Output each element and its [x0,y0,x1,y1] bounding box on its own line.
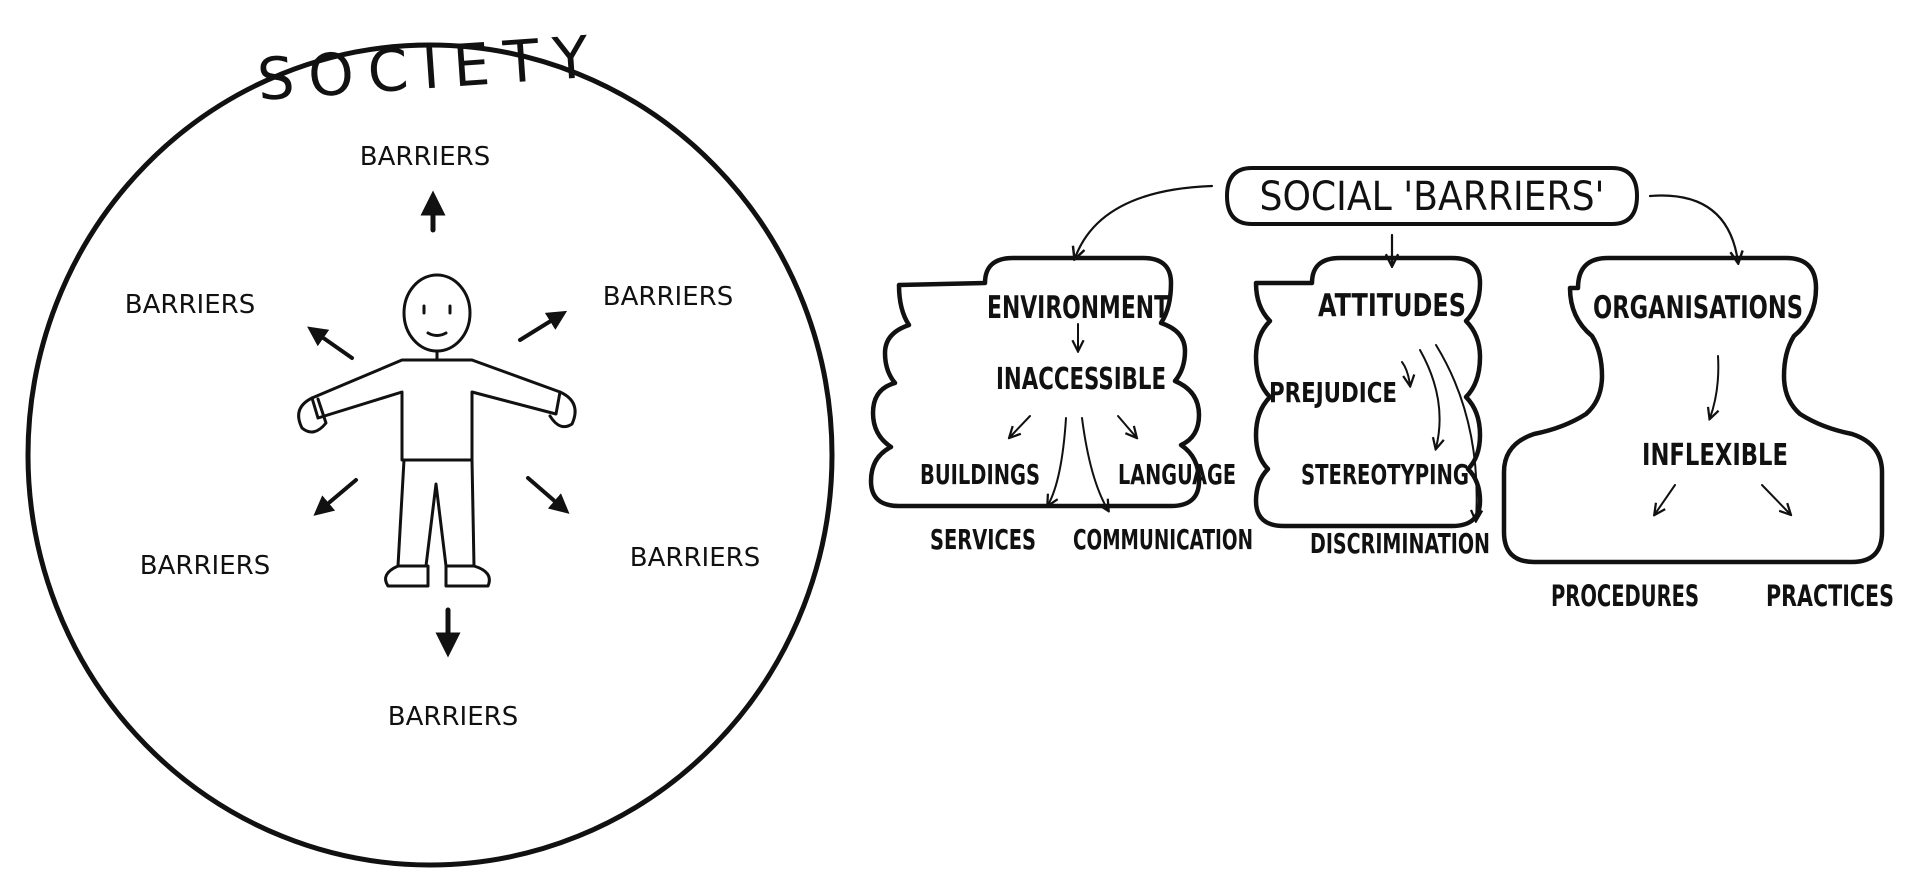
arrow-to-services-icon [1048,417,1067,505]
environment-heading: ENVIRONMENT [987,290,1169,326]
arrow-to-communication-icon [1081,417,1108,510]
attitudes-box [1253,255,1483,529]
arrow-to-practices-icon [1761,484,1790,514]
barrier-label-top: BARRIERS [360,142,490,172]
environment-item-services: SERVICES [930,523,1036,556]
arrow-to-prejudice-icon [1401,361,1410,385]
arrow-up-right-icon [518,310,568,342]
environment-sub: INACCESSIBLE [996,362,1166,397]
arrow-up-left-icon [307,326,354,360]
environment-box [868,255,1202,509]
barrier-label-lower-left: BARRIERS [140,551,270,581]
organisations-sub: INFLEXIBLE [1642,438,1788,473]
arrow-to-buildings-icon [1010,415,1031,437]
organisations-item-practices: PRACTICES [1766,579,1894,613]
arrow-down-left-icon [313,478,358,516]
barrier-label-lower-right: BARRIERS [630,543,760,573]
attitudes-item-discrimination: DISCRIMINATION [1310,527,1490,560]
barrier-label-left: BARRIERS [125,290,255,320]
organisations-item-procedures: PROCEDURES [1551,579,1699,613]
environment-item-communication: COMMUNICATION [1073,523,1253,556]
attitudes-item-prejudice: PREJUDICE [1269,376,1397,409]
barrier-label-right: BARRIERS [603,282,733,312]
arrow-to-environment-icon [1075,184,1214,258]
attitudes-item-stereotyping: STEREOTYPING [1301,458,1469,491]
society-panel: SOCIETY BARRIERS BARRIERS BARRIERS BARRI… [25,22,835,868]
society-circle [25,42,835,868]
environment-item-buildings: BUILDINGS [920,458,1040,491]
social-barriers-panel: SOCIAL 'BARRIERS' ENVIRONMENT INACCESSIB… [868,166,1894,613]
person-icon [297,273,577,588]
environment-item-language: LANGUAGE [1118,458,1236,491]
organisations-heading: ORGANISATIONS [1593,290,1803,326]
attitudes-heading: ATTITUDES [1318,288,1466,324]
arrow-to-discrimination-icon [1435,344,1477,520]
organisations-box [1501,255,1885,565]
arrow-to-inflexible-icon [1710,355,1718,418]
arrow-to-organisations-icon [1648,194,1738,262]
barrier-label-bottom: BARRIERS [388,702,518,732]
arrow-to-language-icon [1117,415,1136,437]
arrow-to-procedures-icon [1655,484,1676,514]
arrow-down-right-icon [526,476,570,514]
society-title: SOCIETY [255,22,604,114]
social-barriers-title-box [1225,166,1639,226]
arrow-to-stereotyping-icon [1419,349,1440,448]
social-barriers-title: SOCIAL 'BARRIERS' [1260,174,1605,220]
